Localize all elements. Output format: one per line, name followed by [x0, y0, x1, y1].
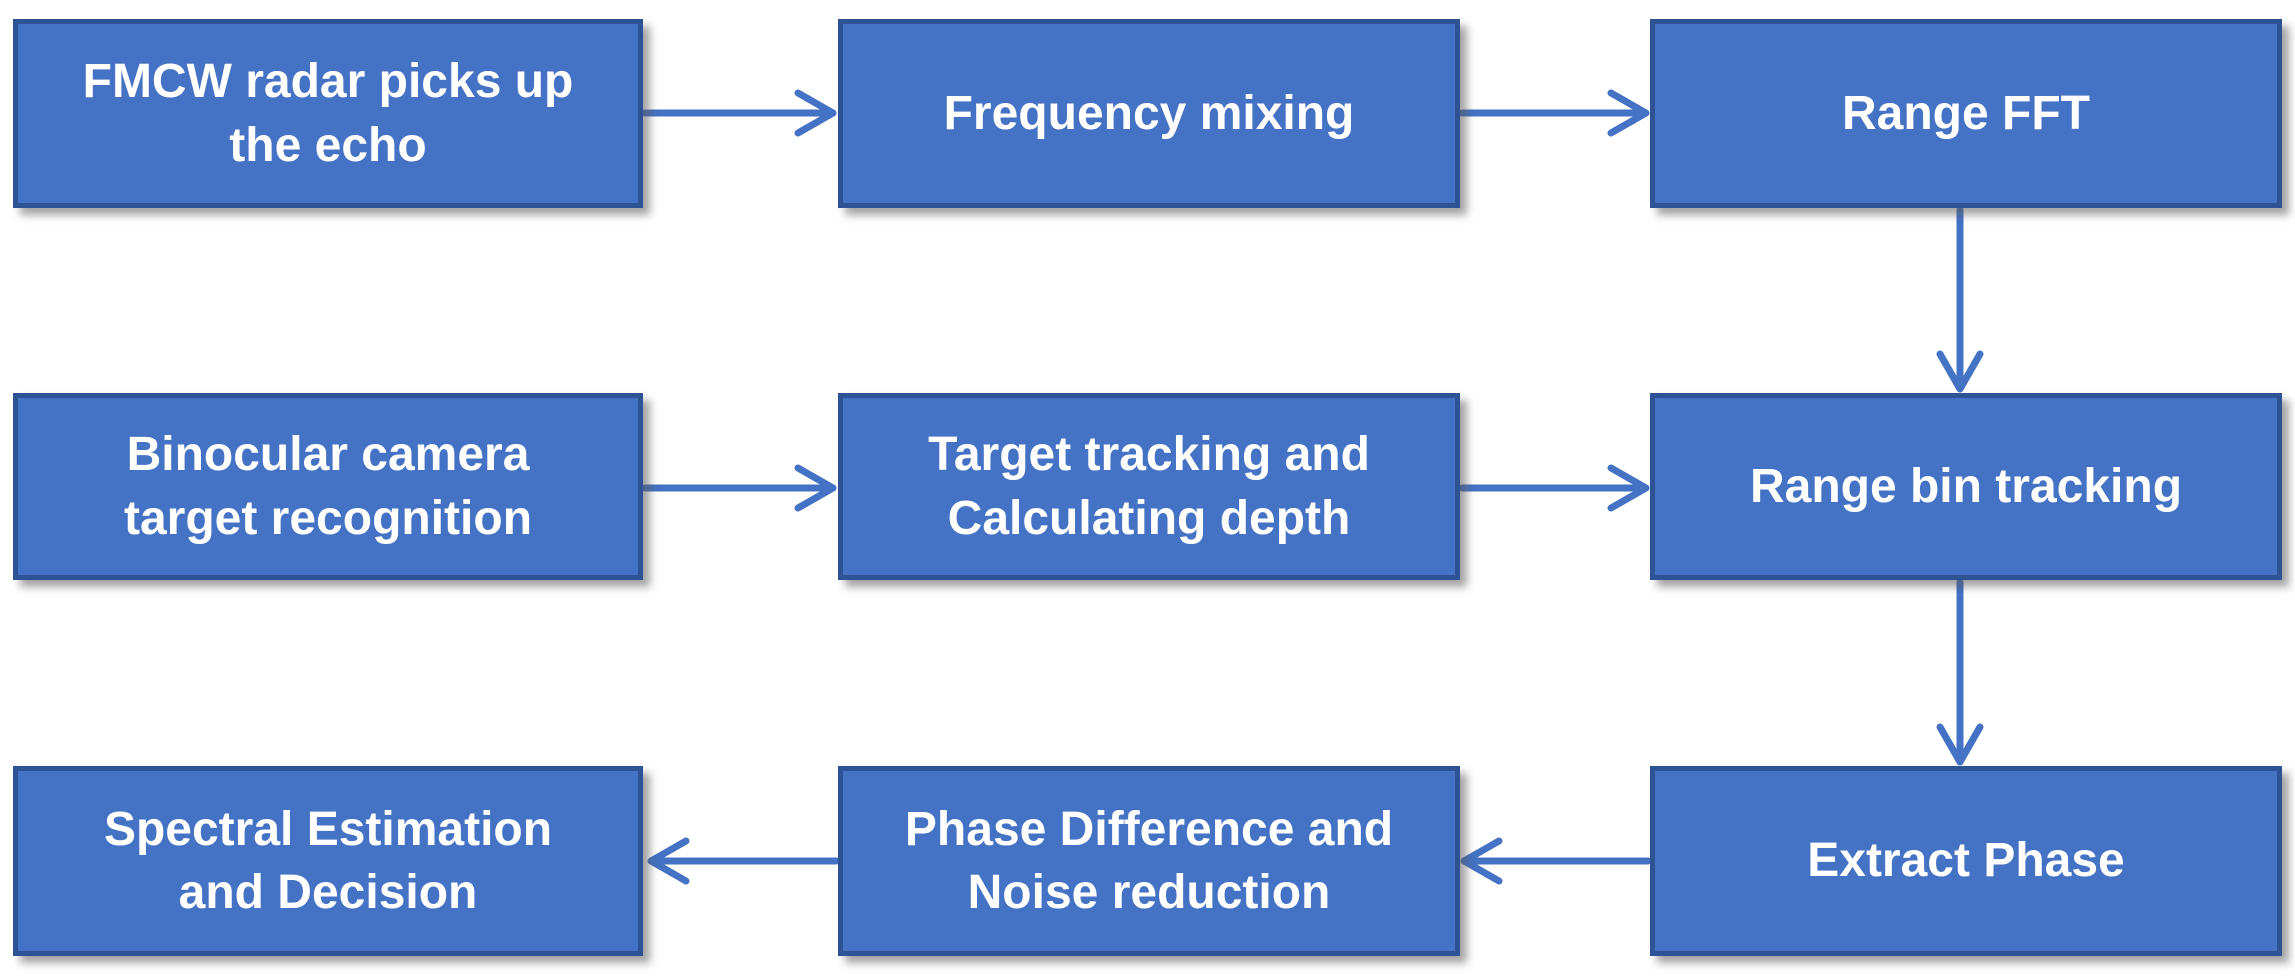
node-range-fft: Range FFT — [1650, 19, 2282, 208]
node-label: Extract Phase — [1807, 834, 2125, 888]
node-label: Phase Difference and Noise reduction — [904, 802, 1394, 919]
arrow-target-tracking-to-range-bin-tracking — [1458, 464, 1650, 512]
arrow-extract-phase-to-phase-difference — [1460, 837, 1652, 885]
node-spectral-estimation: Spectral Estimation and Decision — [13, 766, 643, 956]
node-label: Range bin tracking — [1749, 459, 2183, 513]
node-phase-diff-noise: Phase Difference and Noise reduction — [838, 766, 1460, 956]
node-target-tracking-depth: Target tracking and Calculating depth — [838, 393, 1460, 580]
node-label: Spectral Estimation and Decision — [103, 802, 553, 919]
arrow-binocular-to-target-tracking — [641, 464, 837, 512]
node-fmcw-radar-echo: FMCW radar picks up the echo — [13, 19, 643, 208]
node-label: Target tracking and Calculating depth — [928, 428, 1370, 545]
node-frequency-mixing: Frequency mixing — [838, 19, 1460, 208]
arrow-range-fft-to-range-bin-tracking — [1936, 206, 1984, 393]
arrow-frequency-mixing-to-range-fft — [1458, 89, 1650, 137]
node-label: Frequency mixing — [943, 86, 1355, 140]
arrow-fmcw-to-frequency-mixing — [641, 89, 837, 137]
node-binocular-camera: Binocular camera target recognition — [13, 393, 643, 580]
node-extract-phase: Extract Phase — [1650, 766, 2282, 956]
arrow-phase-difference-to-spectral-estimation — [647, 837, 840, 885]
node-range-bin-tracking: Range bin tracking — [1650, 393, 2282, 580]
node-label: FMCW radar picks up the echo — [82, 55, 574, 172]
node-label: Binocular camera target recognition — [123, 428, 533, 545]
node-label: Range FFT — [1842, 86, 2090, 140]
arrow-range-bin-tracking-to-extract-phase — [1936, 578, 1984, 766]
